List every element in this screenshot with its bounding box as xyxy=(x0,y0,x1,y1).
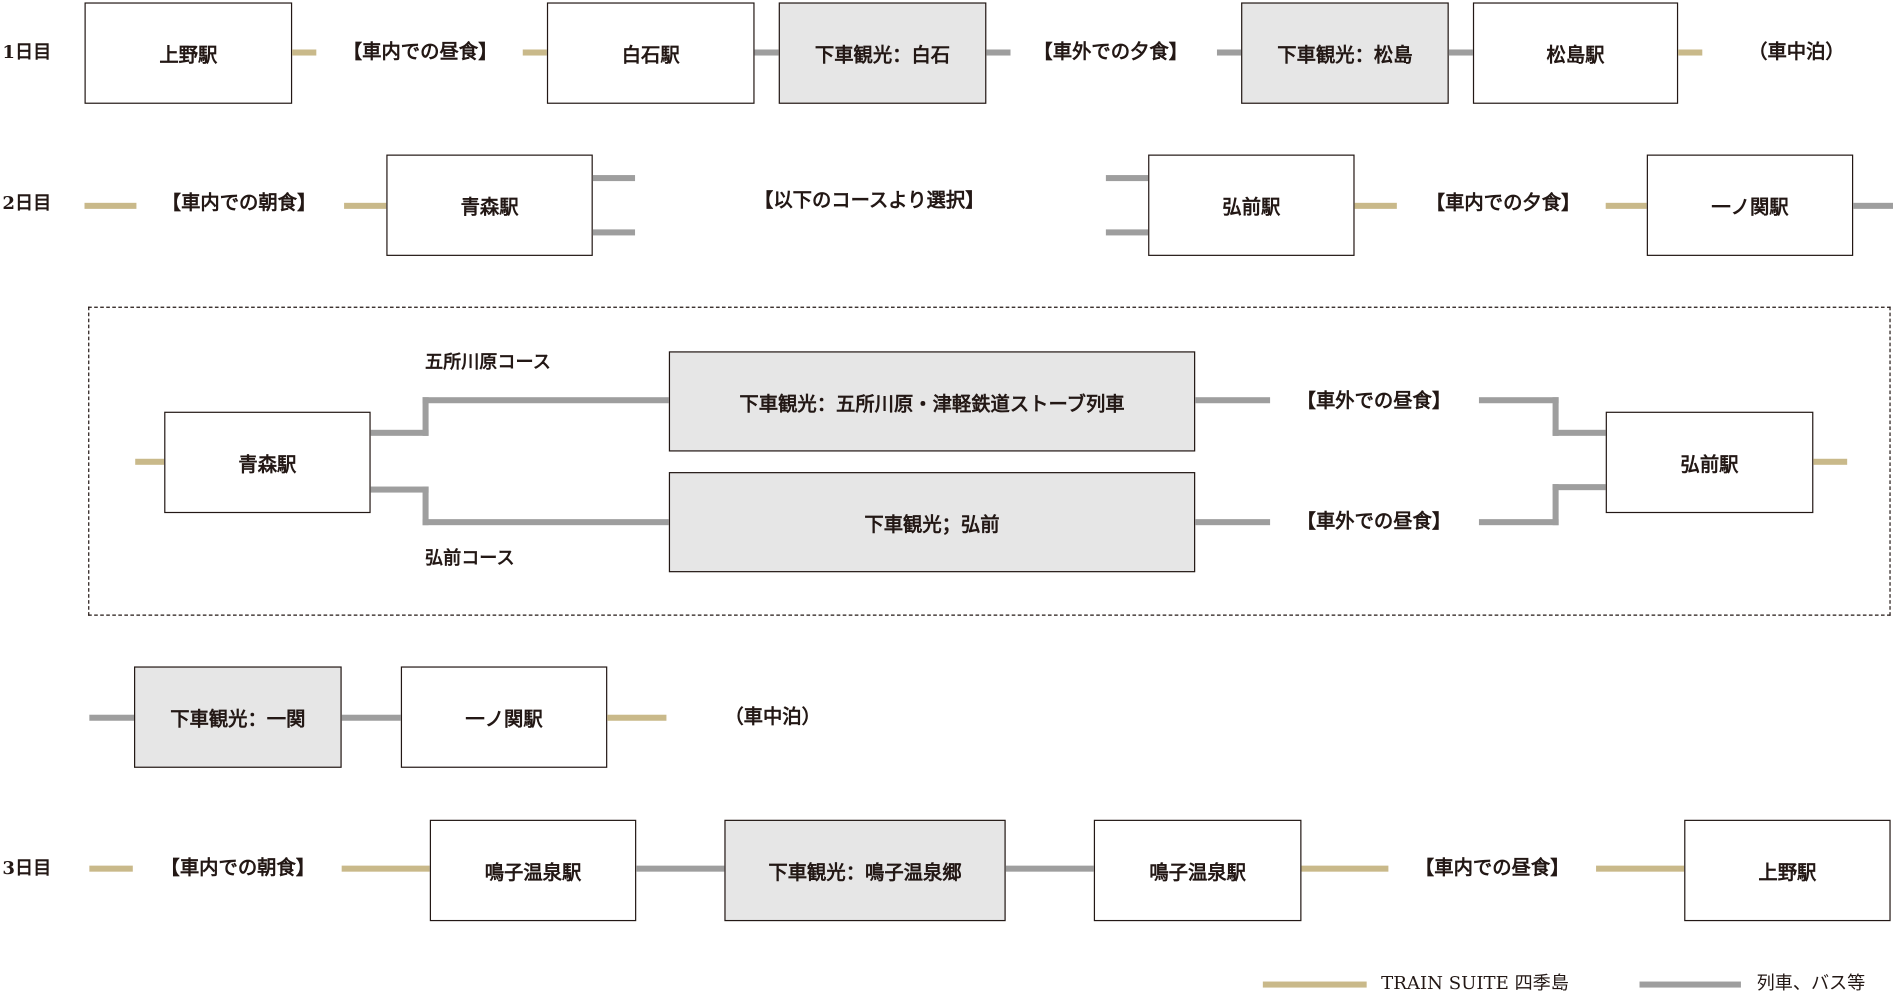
course-a-line xyxy=(1195,397,1271,404)
other-transport-line xyxy=(986,49,1011,56)
course-options-panel xyxy=(88,306,1891,616)
station-naruko-onsen: 鳴子温泉駅 xyxy=(429,819,637,922)
meal-dinner-onboard: 【車内での夕食】 xyxy=(1425,190,1581,214)
train-suite-line xyxy=(292,49,317,56)
train-suite-line xyxy=(1678,49,1703,56)
course-b-line xyxy=(422,519,669,526)
course-a-line xyxy=(1478,397,1559,404)
course-b-line xyxy=(422,486,429,526)
other-transport-line xyxy=(89,714,135,721)
legend-train-suite-label: TRAIN SUITE 四季島 xyxy=(1381,971,1569,994)
train-suite-line xyxy=(344,202,387,209)
other-transport-line xyxy=(592,175,636,182)
meal-lunch-onboard: 【車内での昼食】 xyxy=(342,39,498,63)
train-suite-line xyxy=(607,714,667,721)
station-ichinoseki: 一ノ関駅 xyxy=(1646,154,1854,256)
train-suite-line xyxy=(522,49,547,56)
course-b-line xyxy=(1195,519,1271,526)
overnight-onboard: （車中泊） xyxy=(1748,39,1845,63)
course-start-aomori: 青森駅 xyxy=(164,411,371,514)
day3-label: 3日目 xyxy=(2,857,52,879)
sightseeing-ichinoseki: 下車観光：一関 xyxy=(134,666,342,768)
other-transport-line xyxy=(341,714,401,721)
course-b-meal: 【車外での昼食】 xyxy=(1296,509,1452,533)
choose-course-note: 【以下のコースより選択】 xyxy=(754,188,985,212)
train-suite-line xyxy=(1596,865,1685,872)
station-ichinoseki-2: 一ノ関駅 xyxy=(400,666,608,768)
station-shiroishi: 白石駅 xyxy=(546,2,755,104)
other-transport-line xyxy=(1105,229,1149,236)
sightseeing-goshogawara: 下車観光：五所川原・津軽鉄道ストーブ列車 xyxy=(668,351,1196,452)
course-b-label: 弘前コース xyxy=(424,546,515,569)
legend-train-suite-swatch xyxy=(1262,981,1367,988)
sightseeing-matsushima: 下車観光：松島 xyxy=(1241,2,1449,104)
course-b-line xyxy=(1552,484,1559,526)
meal-dinner-offboard: 【車外での夕食】 xyxy=(1033,39,1188,63)
course-a-label: 五所川原コース xyxy=(424,351,551,374)
course-a-line xyxy=(422,397,669,404)
day2-label: 2日目 xyxy=(2,191,52,214)
train-suite-line xyxy=(135,458,165,465)
train-suite-line xyxy=(1354,202,1397,209)
other-transport-line xyxy=(592,229,636,236)
other-transport-line xyxy=(1216,49,1242,56)
station-ueno-end: 上野駅 xyxy=(1684,819,1891,922)
other-transport-line xyxy=(1105,175,1149,182)
course-a-line xyxy=(1552,429,1606,436)
sightseeing-shiroishi: 下車観光：白石 xyxy=(778,2,987,104)
course-b-line xyxy=(370,486,429,493)
legend-other-swatch xyxy=(1639,981,1741,988)
train-suite-line xyxy=(341,865,430,872)
train-suite-line xyxy=(84,202,137,209)
other-transport-line xyxy=(1853,202,1893,209)
course-b-line xyxy=(1478,519,1559,526)
station-matsushima: 松島駅 xyxy=(1472,2,1679,104)
train-suite-line xyxy=(1301,865,1389,872)
other-transport-line xyxy=(636,865,725,872)
course-end-hirosaki: 弘前駅 xyxy=(1605,411,1814,514)
meal-lunch-onboard-3: 【車内での昼食】 xyxy=(1414,855,1570,879)
station-naruko-onsen-2: 鳴子温泉駅 xyxy=(1093,819,1302,922)
train-suite-line xyxy=(89,865,133,872)
overnight-onboard-2: （車中泊） xyxy=(724,705,821,729)
legend-other-label: 列車、バス等 xyxy=(1756,971,1866,994)
course-a-line xyxy=(370,429,429,436)
day1-label: 1日目 xyxy=(2,41,52,63)
station-aomori: 青森駅 xyxy=(386,154,593,256)
train-suite-line xyxy=(1813,458,1848,465)
course-b-line xyxy=(1552,484,1606,491)
station-hirosaki: 弘前駅 xyxy=(1148,154,1355,256)
station-ueno: 上野駅 xyxy=(84,2,293,104)
sightseeing-naruko: 下車観光：鳴子温泉郷 xyxy=(724,819,1006,922)
other-transport-line xyxy=(754,49,779,56)
sightseeing-hirosaki: 下車観光；弘前 xyxy=(668,472,1196,573)
meal-breakfast-onboard-3: 【車内での朝食】 xyxy=(160,855,316,879)
other-transport-line xyxy=(1005,865,1094,872)
meal-breakfast-onboard: 【車内での朝食】 xyxy=(161,190,317,214)
course-a-line xyxy=(422,397,429,436)
other-transport-line xyxy=(1448,49,1473,56)
train-suite-line xyxy=(1605,202,1647,209)
course-a-line xyxy=(1552,397,1559,436)
course-a-meal: 【車外での昼食】 xyxy=(1296,388,1452,412)
